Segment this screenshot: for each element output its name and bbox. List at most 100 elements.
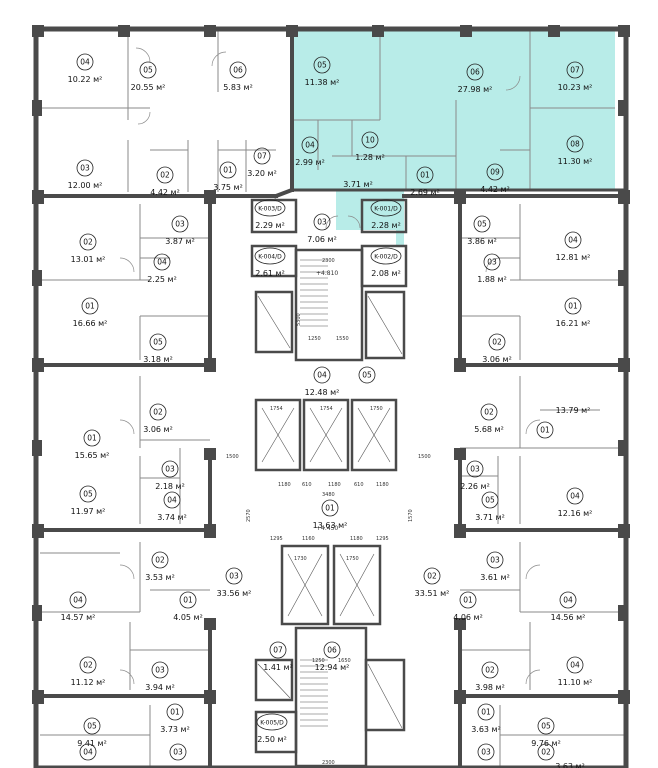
- rooms-label-r5: 06 27.98 м²: [458, 63, 493, 94]
- room-number-badge: [477, 743, 495, 761]
- room-number-badge: [313, 213, 331, 231]
- room-number: 01: [420, 171, 430, 180]
- rooms-label-r45: 014.06 м²: [453, 591, 483, 622]
- room-number: K-004/D: [258, 254, 282, 261]
- rooms-label-r34: 01: [536, 421, 554, 439]
- rooms-label-r3: 065.83 м²: [223, 61, 253, 92]
- room-number: 04: [80, 58, 90, 67]
- room-area: 33.51 м²: [415, 589, 450, 598]
- room-area: 2.69 м²: [410, 188, 440, 197]
- room-number: 03: [490, 556, 500, 565]
- room-number-badge: [151, 551, 169, 569]
- room-number: K-002/D: [374, 254, 398, 261]
- rooms-label-r53: 059.76 м²: [531, 717, 561, 748]
- room-number: 06: [327, 646, 337, 655]
- room-number: 03: [229, 572, 239, 581]
- room-number-badge: [179, 591, 197, 609]
- room-area: 1.28 м²: [355, 153, 385, 162]
- room-area: 3.71 м²: [343, 180, 373, 189]
- room-number: 02: [153, 408, 163, 417]
- room-area: 7.06 м²: [307, 235, 337, 244]
- room-number: 02: [155, 556, 165, 565]
- room-number: 03: [155, 666, 165, 675]
- room-number: 02: [541, 748, 551, 757]
- rooms-label-r10: 073.20 м²: [247, 147, 277, 178]
- room-number: K-001/D: [374, 206, 398, 213]
- room-number: 04: [568, 236, 578, 245]
- room-area: 12.48 м²: [305, 388, 340, 397]
- room-number-badge: [358, 366, 376, 384]
- room-area: 16.21 м²: [556, 319, 591, 328]
- rooms-label-r18: 033.87 м²: [165, 215, 195, 246]
- room-number-badge: [253, 147, 271, 165]
- room-number: 04: [317, 371, 327, 380]
- room-number: 04: [563, 596, 573, 605]
- room-area: 2.50 м²: [257, 735, 287, 744]
- room-area: 3.75 м²: [213, 183, 243, 192]
- room-number: 03: [481, 748, 491, 757]
- room-area: 11.38 м²: [305, 78, 340, 87]
- room-number-badge: [161, 460, 179, 478]
- room-area: 2.25 м²: [147, 275, 177, 284]
- dimension-label: 1295: [376, 536, 389, 542]
- room-number: 01: [87, 434, 97, 443]
- room-number: 01: [325, 504, 335, 513]
- rooms-label-r15: 094.42 м²: [480, 163, 510, 194]
- room-number: 05: [143, 66, 153, 75]
- door-swings: [119, 47, 541, 685]
- dimension-labels: 2300 +4.810 5300 1250 1550 1754 1754 175…: [226, 258, 431, 766]
- room-area: 12.00 м²: [68, 181, 103, 190]
- dimension-label: 1250: [312, 658, 325, 664]
- room-number-badge: [83, 717, 101, 735]
- room-number: 03: [173, 748, 183, 757]
- room-area: 33.56 м²: [217, 589, 252, 598]
- room-number: 01: [85, 302, 95, 311]
- room-number: 04: [167, 496, 177, 505]
- room-area: 2.28 м²: [371, 221, 401, 230]
- room-number-badge: [313, 366, 331, 384]
- room-number: 06: [470, 68, 480, 77]
- room-number-badge: [488, 333, 506, 351]
- room-number: 02: [427, 572, 437, 581]
- room-number: 02: [485, 666, 495, 675]
- room-number-badge: [477, 703, 495, 721]
- room-area: 12.16 м²: [558, 509, 593, 518]
- room-number: 06: [233, 66, 243, 75]
- room-number-badge: [225, 567, 243, 585]
- room-number: 10: [365, 136, 375, 145]
- room-number-badge: [79, 743, 97, 761]
- room-number-badge: [416, 166, 434, 184]
- room-number-badge: [69, 591, 87, 609]
- room-number: 01: [540, 426, 550, 435]
- room-number-badge: [459, 591, 477, 609]
- room-number: 05: [362, 371, 372, 380]
- room-area: 2.29 м²: [255, 221, 285, 230]
- dimension-label: 1180: [328, 482, 341, 488]
- core-label-c11: K-005/D2.50 м²: [256, 713, 288, 744]
- dimension-label: 1500: [226, 454, 239, 460]
- room-area: 2.26 м²: [460, 482, 490, 491]
- room-number: 05: [87, 722, 97, 731]
- dimension-label: 1750: [370, 406, 383, 412]
- rooms-label-r13: 01 2.69 м²: [410, 166, 440, 197]
- rooms-label-r48: 023.98 м²: [475, 661, 505, 692]
- room-number-badge: [83, 429, 101, 447]
- room-area: 13.79 м²: [556, 406, 591, 415]
- room-area: 20.55 м²: [131, 83, 166, 92]
- room-area: 27.98 м²: [458, 85, 493, 94]
- room-area: 3.86 м²: [467, 237, 497, 246]
- room-number-badge: [79, 656, 97, 674]
- room-number: 01: [183, 596, 193, 605]
- highlighted-apartment: [292, 30, 615, 246]
- room-number-badge: [486, 551, 504, 569]
- room-number-badge: [81, 297, 99, 315]
- room-number: 05: [485, 496, 495, 505]
- core-label-c4: K-004/D2.61 м²: [254, 247, 286, 278]
- rooms-label-r57: 02: [537, 743, 555, 761]
- room-area: 3.94 м²: [145, 683, 175, 692]
